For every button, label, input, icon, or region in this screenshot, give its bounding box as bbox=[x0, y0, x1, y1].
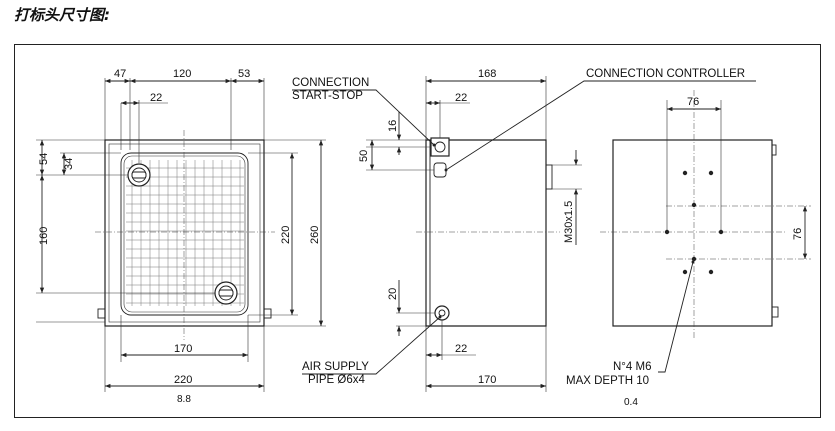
callout-start-stop-2: START-STOP bbox=[292, 90, 363, 102]
dim-20: 20 bbox=[387, 288, 399, 300]
front-view: 47 120 53 22 54 34 160 220 260 170 220 8… bbox=[36, 68, 326, 405]
dim-50: 50 bbox=[358, 150, 370, 162]
stray-label-back: 0.4 bbox=[624, 397, 638, 408]
dim-53: 53 bbox=[238, 68, 250, 80]
dim-22-side-top: 22 bbox=[455, 92, 467, 104]
back-view: 76 76 N°4 M6 MAX DEPTH 10 0.4 bbox=[566, 90, 811, 408]
dim-22-side-bottom: 22 bbox=[455, 343, 467, 355]
dim-76-top: 76 bbox=[687, 96, 699, 108]
callout-holes-2: MAX DEPTH 10 bbox=[566, 375, 649, 387]
thread-boss bbox=[545, 164, 553, 190]
mount-holes bbox=[664, 170, 724, 275]
dim-thread: M30x1.5 bbox=[563, 201, 575, 243]
start-stop-connector-front bbox=[127, 163, 151, 187]
dim-120: 120 bbox=[173, 68, 191, 80]
side-housing bbox=[425, 139, 547, 327]
dim-76-right: 76 bbox=[792, 228, 804, 240]
start-stop-connector-side bbox=[430, 137, 450, 157]
dim-54: 54 bbox=[38, 153, 50, 165]
marking-grid bbox=[126, 160, 244, 306]
callout-holes-1: N°4 M6 bbox=[613, 361, 651, 373]
dim-22-front: 22 bbox=[150, 92, 162, 104]
callout-start-stop-1: CONNECTION bbox=[292, 77, 369, 89]
dim-170-side: 170 bbox=[478, 374, 496, 386]
back-housing bbox=[612, 139, 773, 327]
dim-16: 16 bbox=[387, 120, 399, 132]
marking-window bbox=[120, 152, 249, 316]
callout-air-supply-1: AIR SUPPLY bbox=[302, 361, 369, 373]
dim-160: 160 bbox=[38, 227, 50, 245]
callout-air-supply-2: PIPE Ø6x4 bbox=[308, 374, 365, 386]
controller-connector-front bbox=[214, 281, 238, 305]
callout-controller: CONNECTION CONTROLLER bbox=[586, 68, 745, 80]
dim-47: 47 bbox=[114, 68, 126, 80]
side-view: 168 22 16 50 20 M30x1.5 22 170 CONNECTIO… bbox=[292, 68, 756, 392]
dim-168: 168 bbox=[478, 68, 496, 80]
dim-170-front: 170 bbox=[174, 343, 192, 355]
dim-220-bottom: 220 bbox=[174, 374, 192, 386]
dim-260: 260 bbox=[309, 226, 321, 244]
dim-220-right: 220 bbox=[280, 226, 292, 244]
air-supply-fitting bbox=[434, 305, 450, 321]
dim-34: 34 bbox=[63, 158, 75, 170]
drawing-frame bbox=[14, 44, 821, 418]
stray-label-front: 8.8 bbox=[177, 394, 191, 405]
page-title: 打标头尺寸图: bbox=[14, 6, 110, 24]
